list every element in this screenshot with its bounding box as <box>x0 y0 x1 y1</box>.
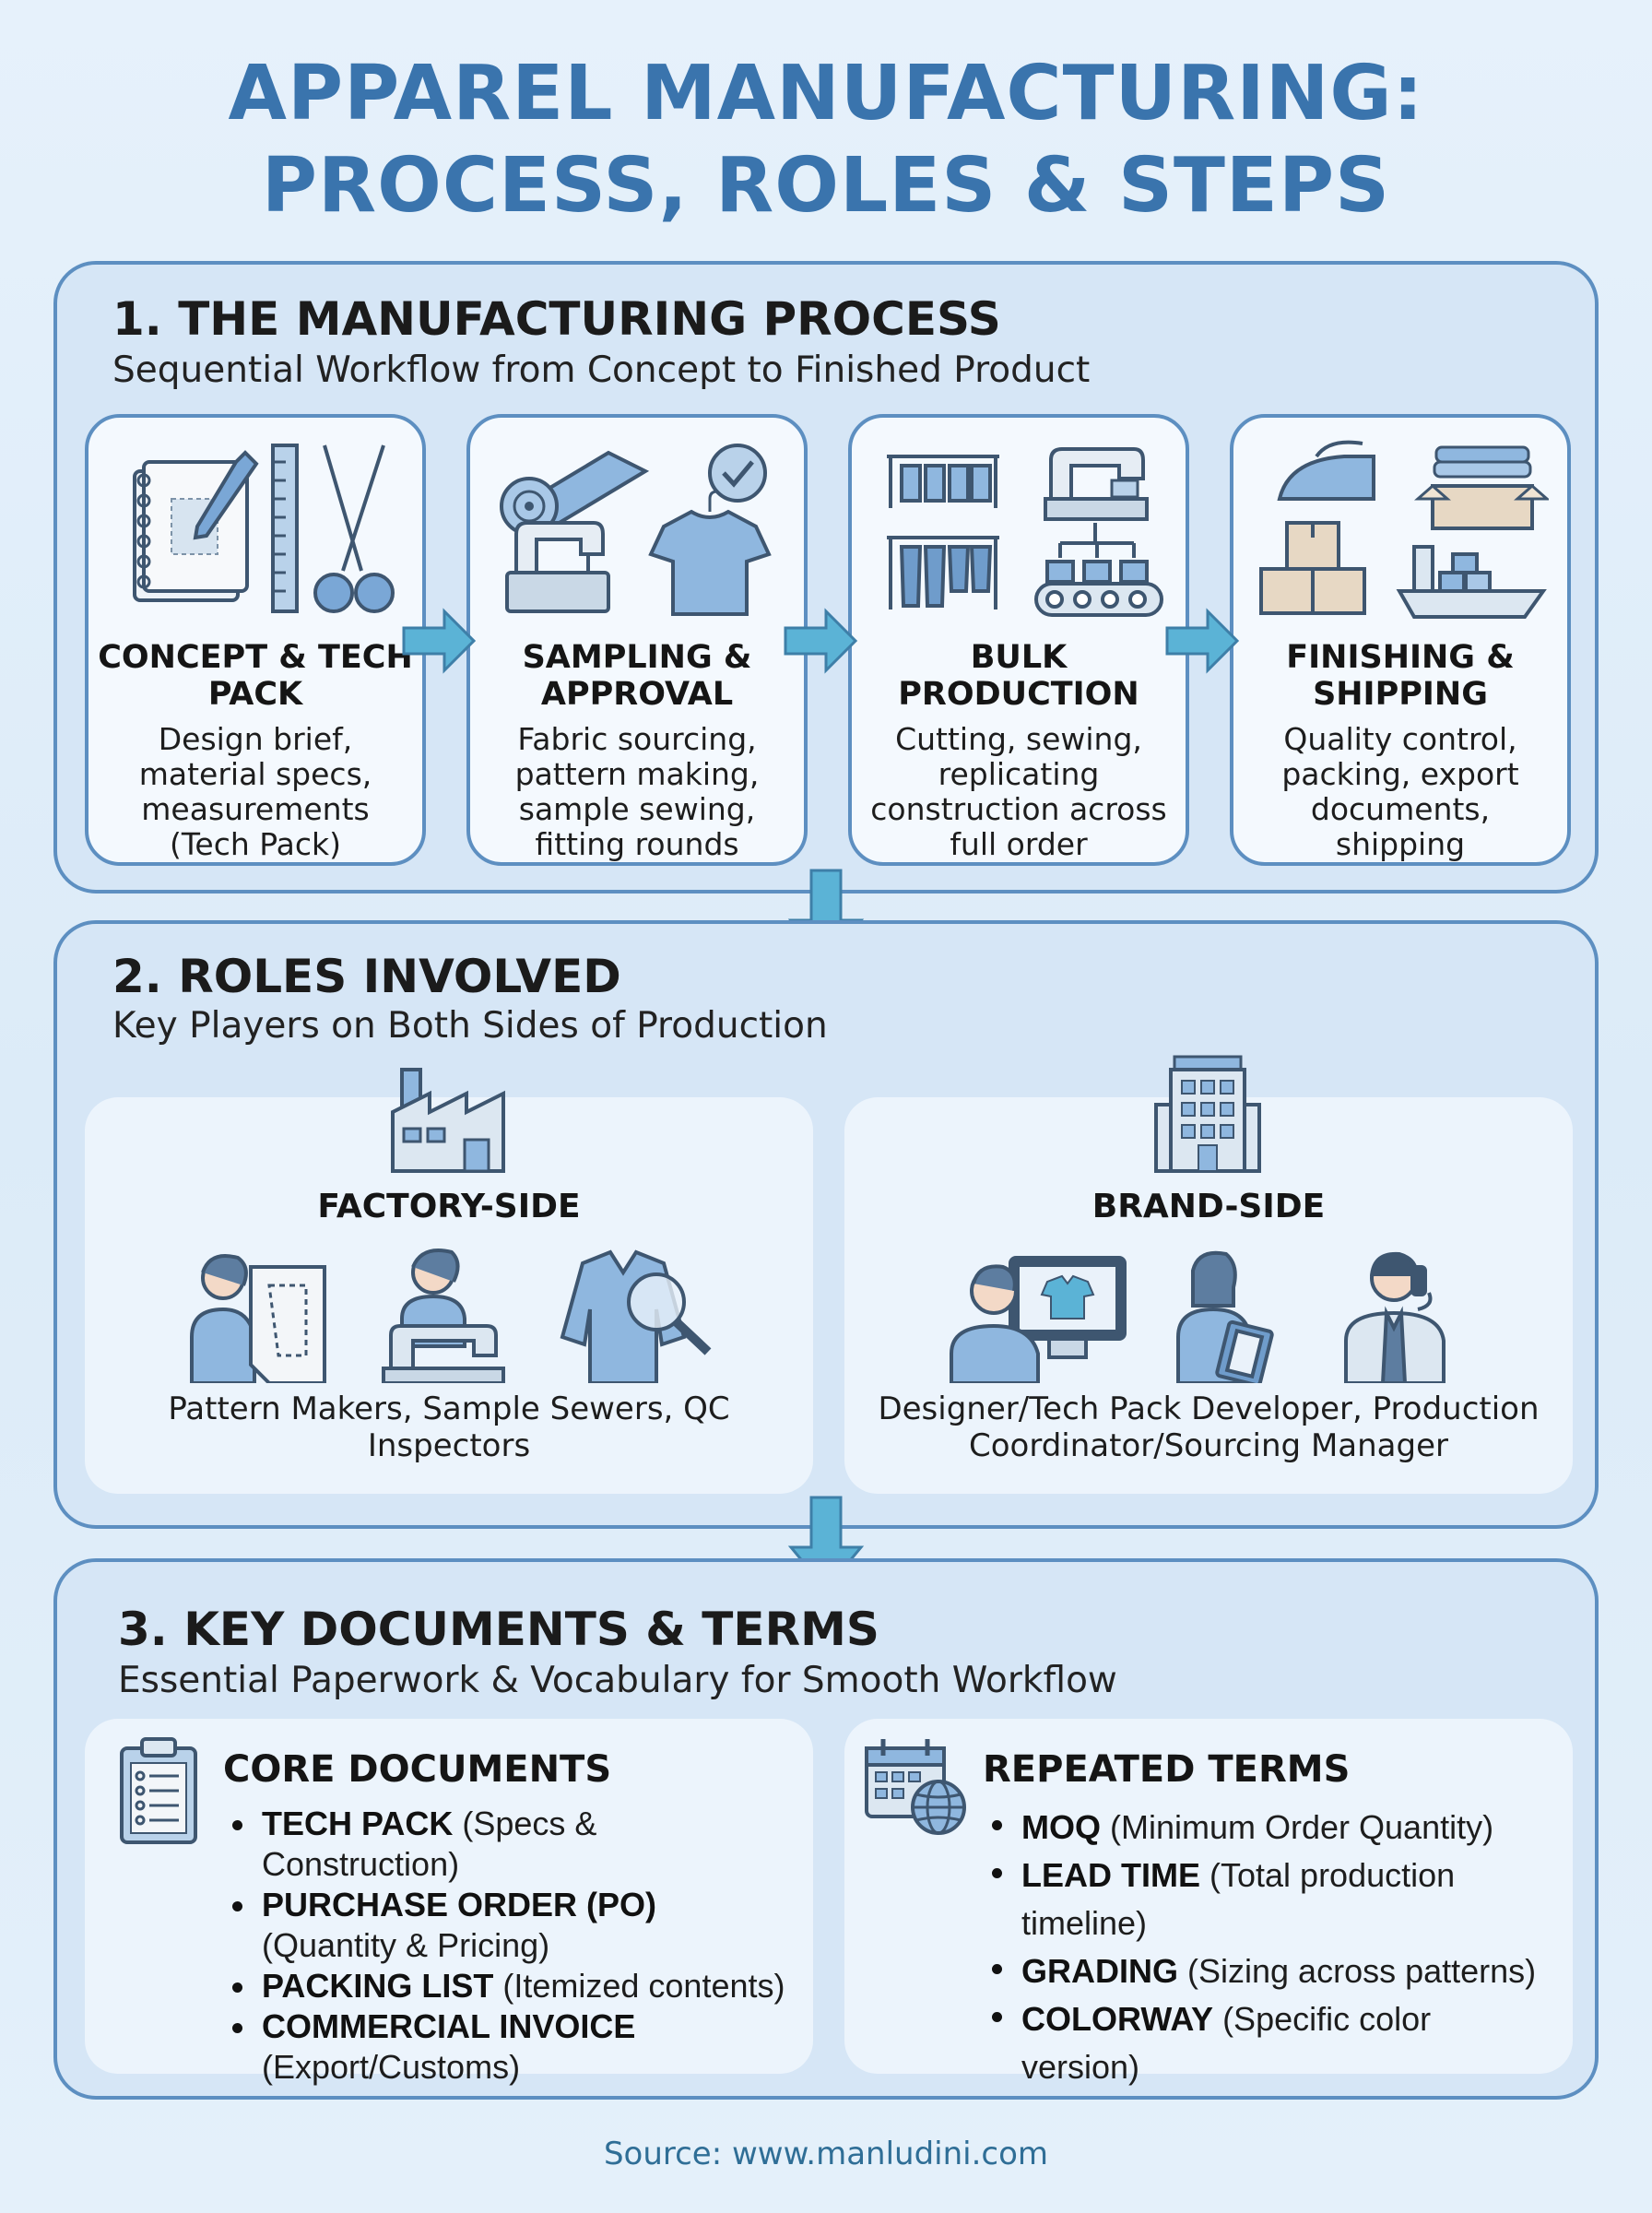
step-title-sampling: SAMPLING & APPROVAL <box>522 639 752 713</box>
step-icons-finishing <box>1259 440 1549 619</box>
step-desc-sampling: Fabric sourcing, pattern making, sample … <box>514 721 760 862</box>
ruler-icon <box>271 444 299 613</box>
process-subheading: Sequential Workflow from Concept to Fini… <box>112 349 1091 391</box>
list-item: COLORWAY (Specific color version) <box>983 1995 1554 2091</box>
repeated-terms-title: REPEATED TERMS <box>983 1748 1351 1791</box>
step-arrow-2 <box>784 608 858 674</box>
pattern-maker-icon <box>190 1254 326 1383</box>
roles-panel: 2. ROLES INVOLVED Key Players on Both Si… <box>53 920 1599 1529</box>
list-item: PURCHASE ORDER (PO) (Quantity & Pricing) <box>223 1885 785 1966</box>
step-arrow-3 <box>1165 608 1240 674</box>
factory-side-box: FACTORY-SIDE Pattern Makers <box>85 1068 813 1494</box>
manager-phone-icon <box>1344 1251 1446 1383</box>
documents-subheading: Essential Paperwork & Vocabulary for Smo… <box>118 1660 1117 1701</box>
notebook-icon <box>133 450 259 602</box>
title-line-1: APPAREL MANUFACTURING: <box>228 50 1424 137</box>
step-desc-finishing: Quality control, packing, export documen… <box>1281 721 1519 862</box>
process-heading: 1. THE MANUFACTURING PROCESS <box>112 292 1001 346</box>
designer-icon <box>950 1256 1127 1383</box>
brand-side-desc: Designer/Tech Pack Developer, Production… <box>878 1391 1540 1464</box>
calendar-globe-icon <box>865 1739 966 1835</box>
factory-side-desc: Pattern Makers, Sample Sewers, QC Inspec… <box>168 1391 730 1464</box>
step-icons-bulk <box>887 447 1163 617</box>
conveyor-icon <box>1034 523 1163 617</box>
office-building-icon <box>1154 1055 1261 1173</box>
step-desc-bulk: Cutting, sewing, replicating constructio… <box>870 721 1167 862</box>
step-card-sampling: SAMPLING & APPROVAL Fabric sourcing, pat… <box>466 414 808 866</box>
step-desc-concept: Design brief, material specs, measuremen… <box>138 721 372 862</box>
step-card-concept: CONCEPT & TECH PACK Design brief, materi… <box>85 414 426 866</box>
process-panel: 1. THE MANUFACTURING PROCESS Sequential … <box>53 261 1599 893</box>
roles-subheading: Key Players on Both Sides of Production <box>112 1005 828 1047</box>
list-item: TECH PACK (Specs & Construction) <box>223 1804 785 1885</box>
packing-box-icon <box>1414 445 1549 530</box>
clothing-rack-icon <box>887 455 999 609</box>
repeated-terms-list: MOQ (Minimum Order Quantity) LEAD TIME (… <box>983 1804 1554 2091</box>
coordinator-icon <box>1176 1250 1274 1383</box>
industrial-sewing-machine-icon <box>1044 447 1149 521</box>
checkmark-icon <box>708 444 767 503</box>
list-item: MOQ (Minimum Order Quantity) <box>983 1804 1554 1852</box>
title-line-2: PROCESS, ROLES & STEPS <box>261 142 1391 230</box>
step-icons-concept <box>133 444 395 613</box>
cargo-ship-icon <box>1396 545 1547 619</box>
step-arrow-1 <box>402 608 477 674</box>
step-card-bulk: BULK PRODUCTION Cutting, sewing, replica… <box>848 414 1189 866</box>
step-title-bulk: BULK PRODUCTION <box>898 639 1139 713</box>
repeated-terms-box: REPEATED TERMS MOQ (Minimum Order Quanti… <box>844 1719 1573 2086</box>
core-documents-title: CORE DOCUMENTS <box>223 1748 612 1791</box>
source-credit: Source: www.manludini.com <box>603 2136 1049 2172</box>
t-shirt-icon <box>648 490 772 616</box>
documents-panel: 3. KEY DOCUMENTS & TERMS Essential Paper… <box>53 1558 1599 2100</box>
step-card-finishing: FINISHING & SHIPPING Quality control, pa… <box>1230 414 1571 866</box>
roles-heading: 2. ROLES INVOLVED <box>112 950 621 1003</box>
factory-icon <box>391 1068 505 1173</box>
shirt-inspection-icon <box>560 1249 712 1383</box>
step-icons-sampling <box>500 444 772 616</box>
factory-side-label: FACTORY-SIDE <box>317 1188 581 1225</box>
sewer-icon <box>382 1249 505 1383</box>
scissors-icon <box>313 444 395 613</box>
page-title: APPAREL MANUFACTURING: PROCESS, ROLES & … <box>0 48 1652 232</box>
step-title-concept: CONCEPT & TECH PACK <box>98 639 413 713</box>
list-item: LEAD TIME (Total production timeline) <box>983 1852 1554 1947</box>
brand-side-label: BRAND-SIDE <box>1092 1188 1326 1225</box>
core-documents-box: CORE DOCUMENTS TECH PACK (Specs & Constr… <box>85 1719 813 2086</box>
list-item: PACKING LIST (Itemized contents) <box>223 1966 785 2006</box>
documents-heading: 3. KEY DOCUMENTS & TERMS <box>118 1603 879 1656</box>
brand-roles-icons <box>950 1250 1446 1383</box>
clipboard-icon <box>120 1737 197 1844</box>
iron-icon <box>1277 440 1375 501</box>
core-documents-list: TECH PACK (Specs & Construction) PURCHAS… <box>223 1804 785 2088</box>
stacked-boxes-icon <box>1259 521 1366 615</box>
step-title-finishing: FINISHING & SHIPPING <box>1286 639 1515 713</box>
factory-roles-icons <box>190 1249 712 1383</box>
brand-side-box: BRAND-SIDE <box>844 1055 1573 1494</box>
fabric-roll-icon <box>500 450 650 536</box>
list-item: COMMERCIAL INVOICE(Export/Customs) <box>223 2006 785 2088</box>
sewing-machine-icon <box>505 521 610 613</box>
list-item: GRADING (Sizing across patterns) <box>983 1947 1554 1995</box>
